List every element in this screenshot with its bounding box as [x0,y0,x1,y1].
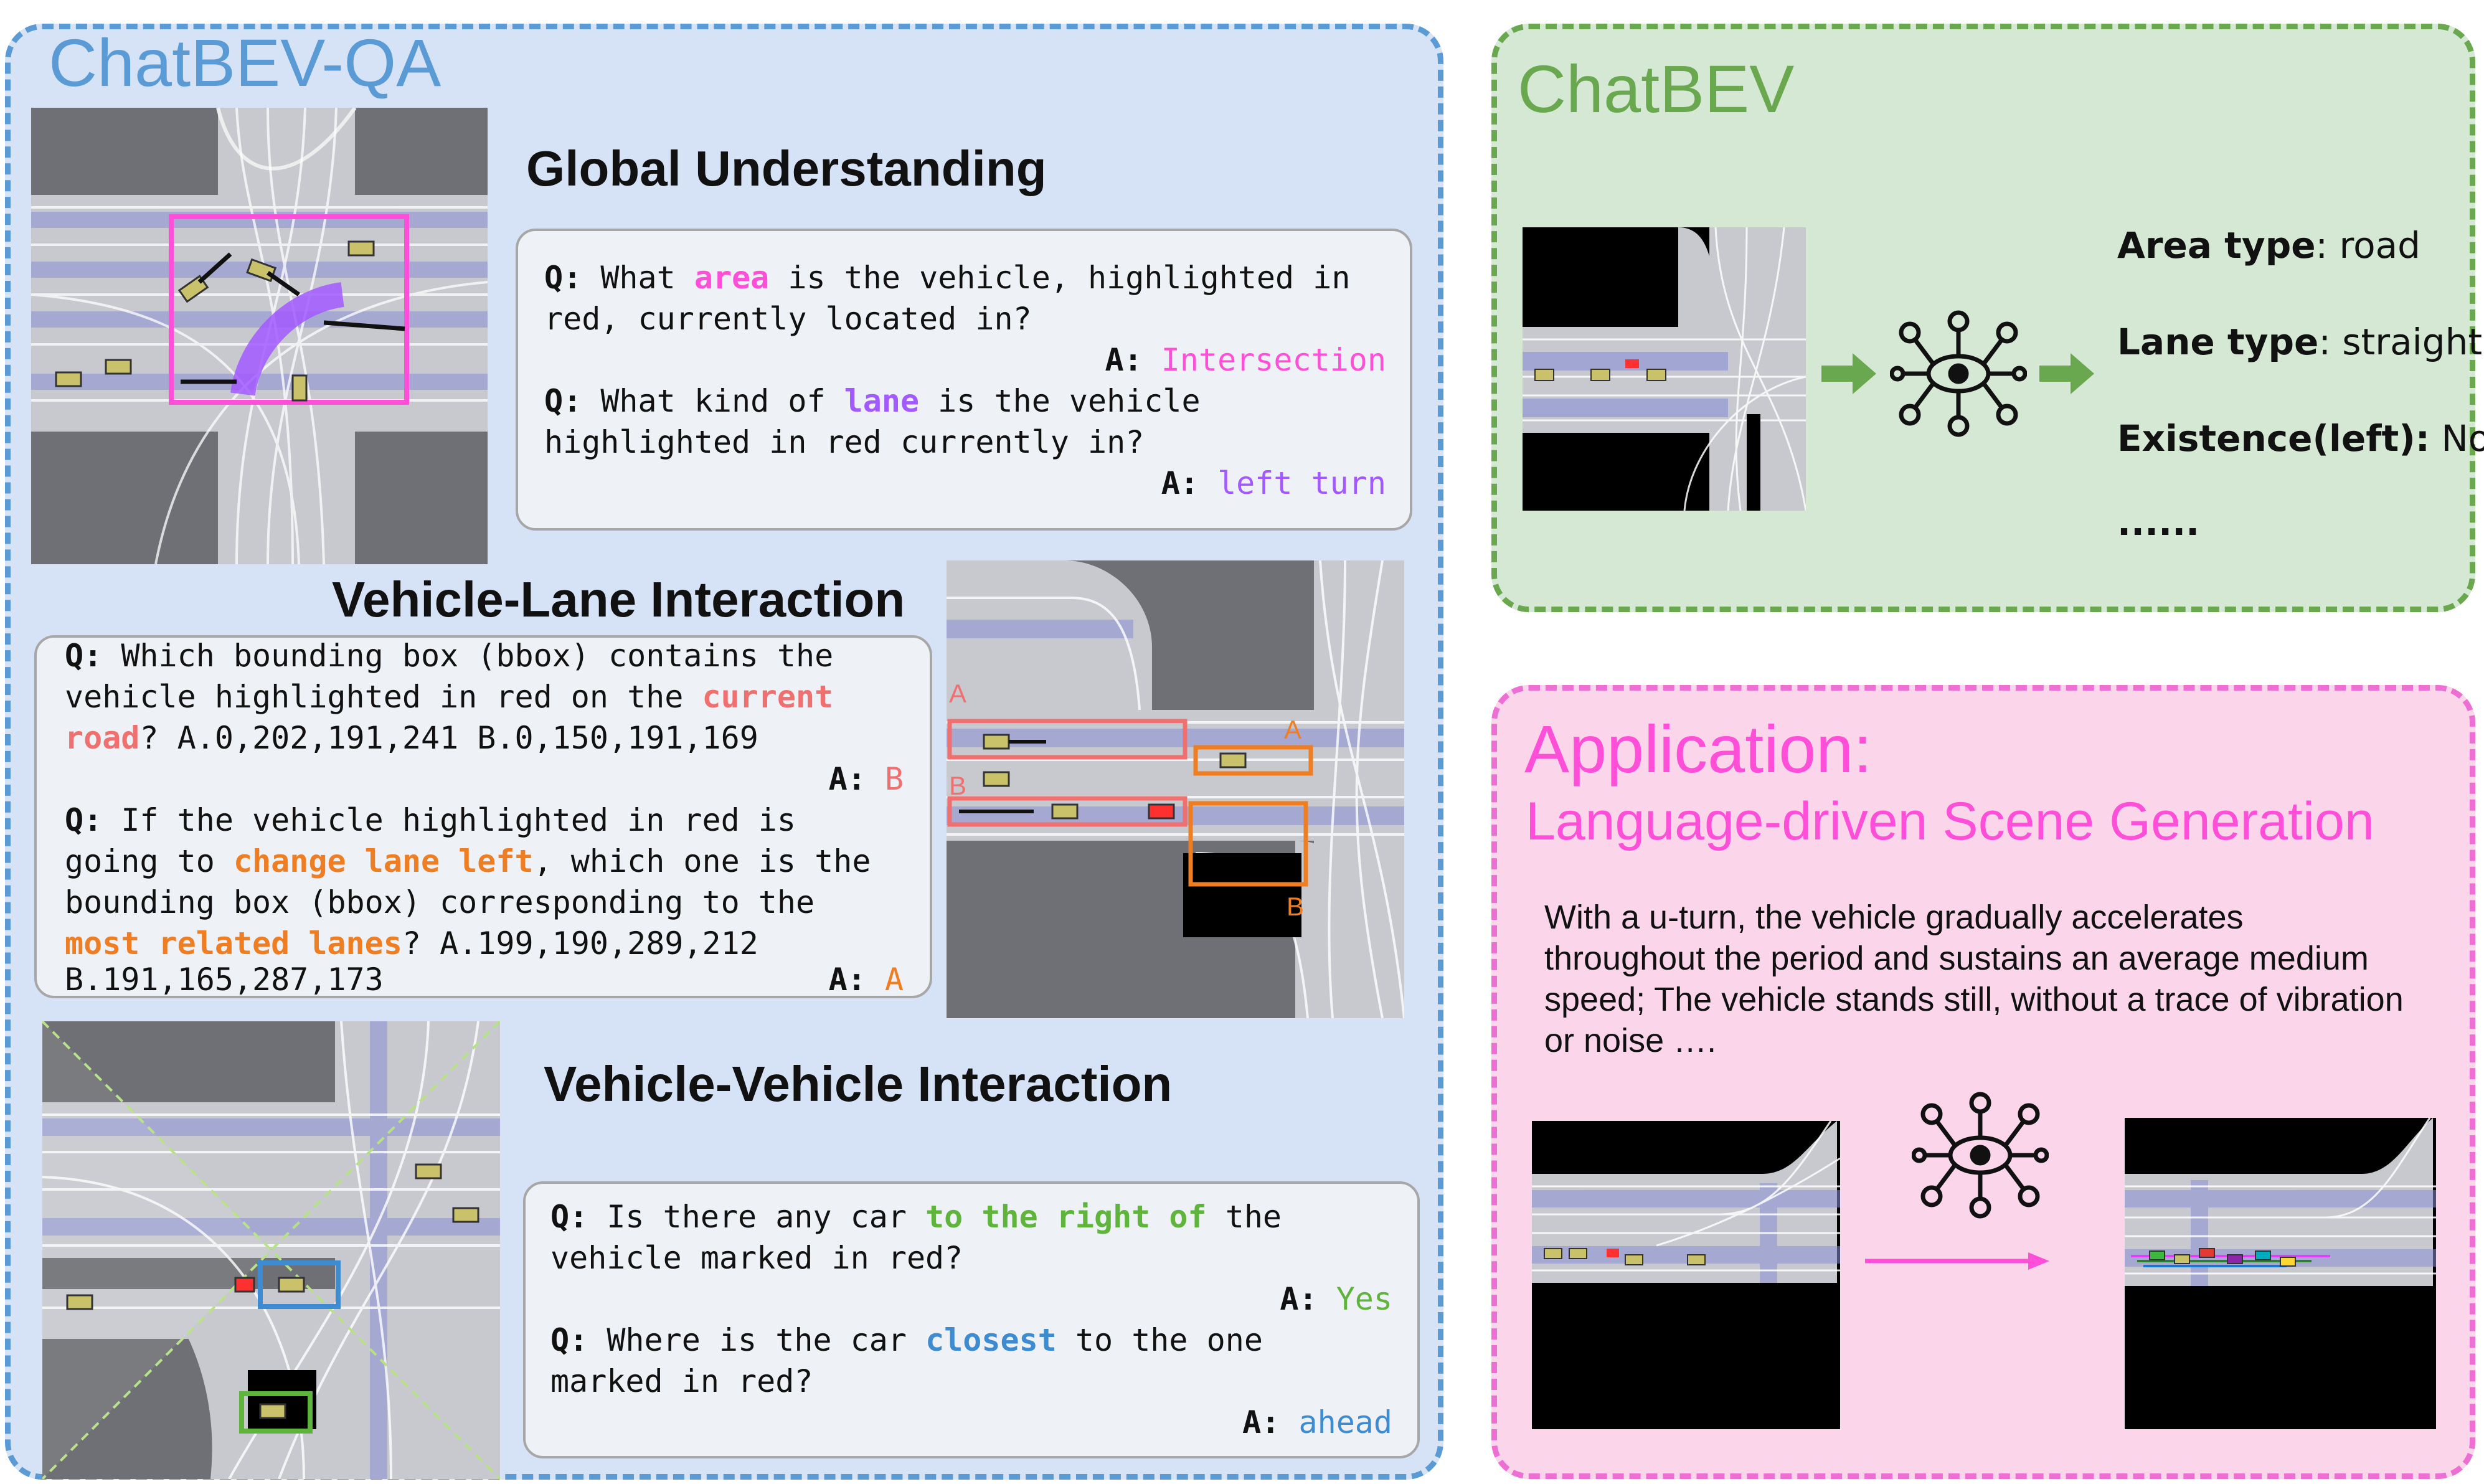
vl-q2-line2: going to change lane left, which one is … [65,843,871,879]
vehicle-vehicle-bev-scene [42,1021,500,1479]
vehicle-lane-bev-scene [947,560,1404,1018]
global-q1-line2: red, currently located in? [544,301,1032,337]
chatbev-arrow-out [2039,353,2094,394]
global-q2-line2: highlighted in red currently in? [544,424,1145,460]
vv-q2-line2: marked in red? [550,1363,813,1399]
global-a1: A: Intersection [1105,342,1386,378]
app-arrow [1865,1252,2049,1270]
app-description-line: speed; The vehicle stands still, without… [1544,981,2404,1018]
neural-network-eye-icon [1890,310,2027,437]
vl-label-b-red: B [949,771,967,800]
vl-a2: A: A [828,962,904,998]
app-description-line: or noise …. [1544,1022,1717,1059]
chatbev-ellipsis: ...... [2117,501,2200,544]
global-understanding-title: Global Understanding [526,141,1047,196]
vl-label-b-orange: B [1287,892,1305,921]
app-title-line2: Language-driven Scene Generation [1526,792,2374,851]
vl-q2-line1: Q: If the vehicle highlighted in red is [65,802,796,838]
app-output-bev-scene [2125,1118,2436,1429]
app-description-line: throughout the period and sustains an av… [1544,940,2369,977]
vv-q2-line1: Q: Where is the car closest to the one [550,1322,1263,1358]
vv-q1-line2: vehicle marked in red? [550,1240,963,1276]
vl-q2-line5: B.191,165,287,173 [65,962,384,998]
vl-q1-line3: road? A.0,202,191,241 B.0,150,191,169 [65,720,758,756]
global-qa-box: Q: What area is the vehicle, highlighted… [516,229,1412,531]
global-bev-scene [31,108,488,564]
vv-q1-line1: Q: Is there any car to the right of the [550,1199,1282,1235]
vehicle-lane-title: Vehicle-Lane Interaction [332,572,905,627]
vl-q1-line2: vehicle highlighted in red on the curren… [65,679,834,715]
vl-q2-line4: most related lanes? A.199,190,289,212 [65,925,758,962]
vehicle-vehicle-qa-box: Q: Is there any car to the right of the … [523,1181,1420,1458]
vl-q1-line1: Q: Which bounding box (bbox) contains th… [65,638,834,674]
app-description-line: With a u-turn, the vehicle gradually acc… [1544,899,2244,936]
neural-network-eye-icon [1912,1092,2049,1219]
qa-panel-title: ChatBEV-QA [49,25,442,100]
vv-a1: A: Yes [1280,1281,1392,1317]
chatbev-area-type: Area type: road [2117,224,2420,267]
chatbev-existence-left: Existence(left): No [2117,417,2484,460]
chatbev-arrow-in [1821,353,1876,394]
chatbev-lane-type: Lane type: straight [2117,321,2483,363]
app-title-line1: Application: [1524,711,1872,787]
vl-label-a-orange: A [1284,715,1302,744]
global-q2-line1: Q: What kind of lane is the vehicle [544,383,1201,419]
vl-label-a-red: A [949,679,967,708]
vl-q2-line3: bounding box (bbox) corresponding to the [65,884,815,920]
chatbev-bev-scene [1523,227,1806,511]
vv-a2: A: ahead [1242,1404,1392,1440]
app-input-bev-scene [1532,1121,1840,1429]
vehicle-lane-qa-box: Q: Which bounding box (bbox) contains th… [34,635,932,998]
vl-a1: A: B [828,761,904,797]
global-a2: A: left turn [1161,465,1386,501]
app-description: With a u-turn, the vehicle gradually acc… [1544,897,2404,1061]
chatbev-panel-title: ChatBEV [1518,51,1795,126]
global-q1-line1: Q: What area is the vehicle, highlighted… [544,260,1351,296]
vehicle-vehicle-title: Vehicle-Vehicle Interaction [544,1056,1173,1112]
